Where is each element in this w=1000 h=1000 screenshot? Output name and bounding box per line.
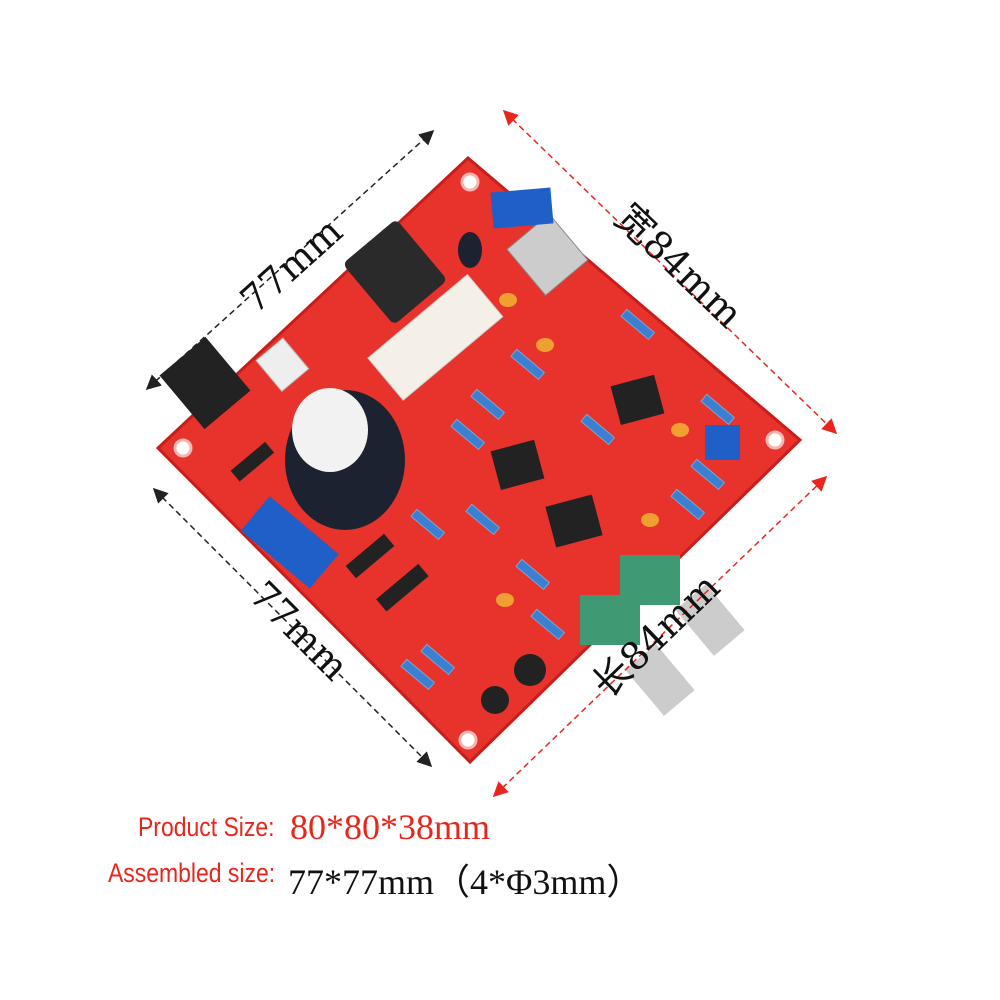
product-size-value: 80*80*38mm (290, 807, 491, 847)
assembled-size-value: 77*77mm（4*Φ3mm） (288, 862, 643, 902)
dimension-line-top-left (145, 129, 435, 391)
assembled-size-label: Assembled size: (108, 858, 276, 888)
dimension-line-bottom-left (152, 487, 433, 768)
terminal-block-output (490, 187, 554, 229)
capacitor-top (292, 388, 368, 472)
mounting-holes (173, 172, 785, 750)
small-capacitor (514, 654, 546, 686)
dimension-line-bottom-right (492, 475, 828, 798)
small-capacitor (481, 686, 509, 714)
dimension-line-top-right (502, 109, 838, 435)
small-capacitor (458, 232, 482, 268)
product-size-label: Product Size: (138, 812, 275, 842)
trimmer-pot (705, 425, 740, 460)
